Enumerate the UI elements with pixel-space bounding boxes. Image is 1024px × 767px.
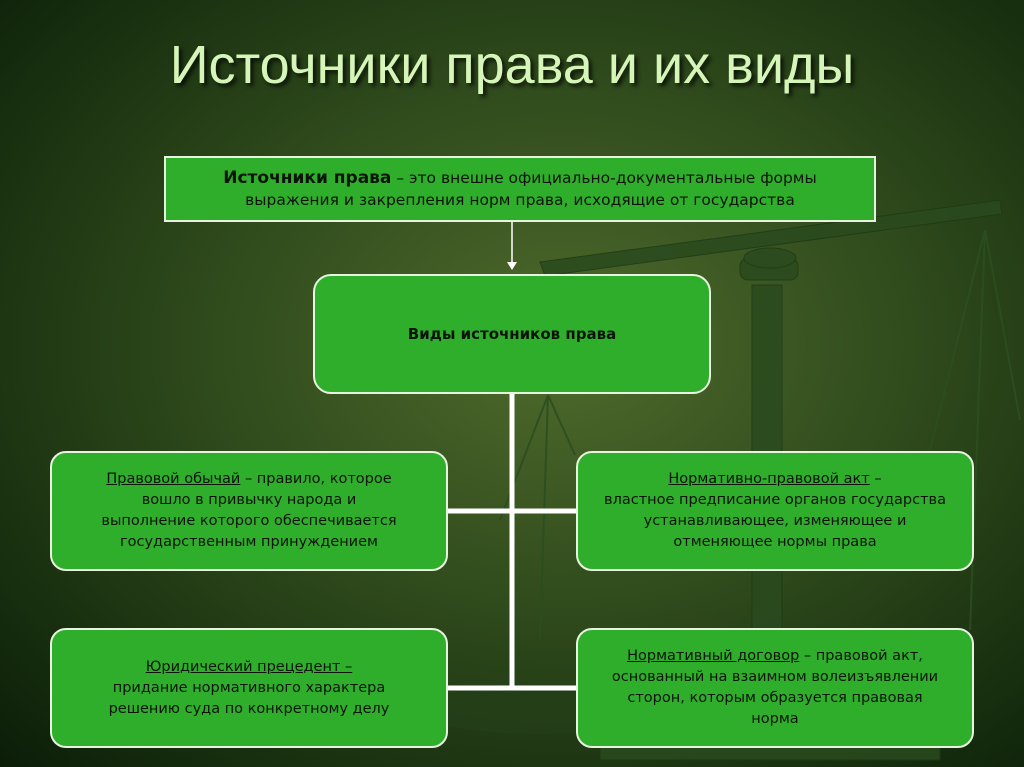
normative-agreement-line1-rest: – правовой акт, [799, 648, 923, 664]
legal-custom-line-4: государственным принуждением [120, 534, 378, 550]
normative-agreement-line-4: норма [751, 711, 799, 727]
kinds-of-sources-box: Виды источников права [313, 274, 711, 394]
legal-custom-term: Правовой обычай [106, 471, 241, 487]
normative-act-line-4: отменяющее нормы права [673, 534, 877, 550]
normative-agreement-term: Нормативный договор [627, 648, 800, 664]
normative-act-term: Нормативно-правовой акт [668, 471, 870, 487]
normative-agreement-line-3: сторон, которым образуется правовая [627, 690, 923, 706]
legal-custom-line-3: выполнение которого обеспечивается [101, 513, 397, 529]
judicial-precedent-line-3: решению суда по конкретному делу [108, 700, 390, 717]
definition-line1-rest: – это внешне официально-документальные ф… [391, 169, 817, 187]
judicial-precedent-line1-rest: – [345, 658, 353, 675]
legal-custom-line1-rest: – правило, которое [240, 471, 392, 487]
judicial-precedent-term: Юридический прецедент [145, 658, 346, 675]
definition-line-1: Источники права – это внешне официально-… [223, 167, 816, 189]
page-title: Источники права и их виды [169, 35, 855, 95]
normative-act-box: Нормативно-правовой акт – властное предп… [576, 451, 974, 571]
definition-term: Источники права [223, 168, 392, 188]
legal-custom-box: Правовой обычай – правило, которое вошло… [50, 451, 448, 571]
judicial-precedent-box: Юридический прецедент – придание нормати… [50, 628, 448, 748]
normative-act-line1-rest: – [869, 471, 882, 487]
legal-custom-line-2: вошло в привычку народа и [141, 492, 357, 508]
normative-agreement-line-2: основанный на взаимном волеизъявлении [611, 669, 939, 685]
definition-box: Источники права – это внешне официально-… [164, 156, 876, 222]
definition-line-2: выражения и закрепления норм права, исхо… [245, 191, 795, 209]
normative-agreement-box: Нормативный договор – правовой акт, осно… [576, 628, 974, 748]
normative-act-line-2: властное предписание органов государства [604, 492, 946, 508]
judicial-precedent-line-2: придание нормативного характера [112, 679, 386, 696]
normative-act-line-3: устанавливающее, изменяющее и [643, 513, 907, 529]
kinds-label: Виды источников права [407, 325, 617, 343]
